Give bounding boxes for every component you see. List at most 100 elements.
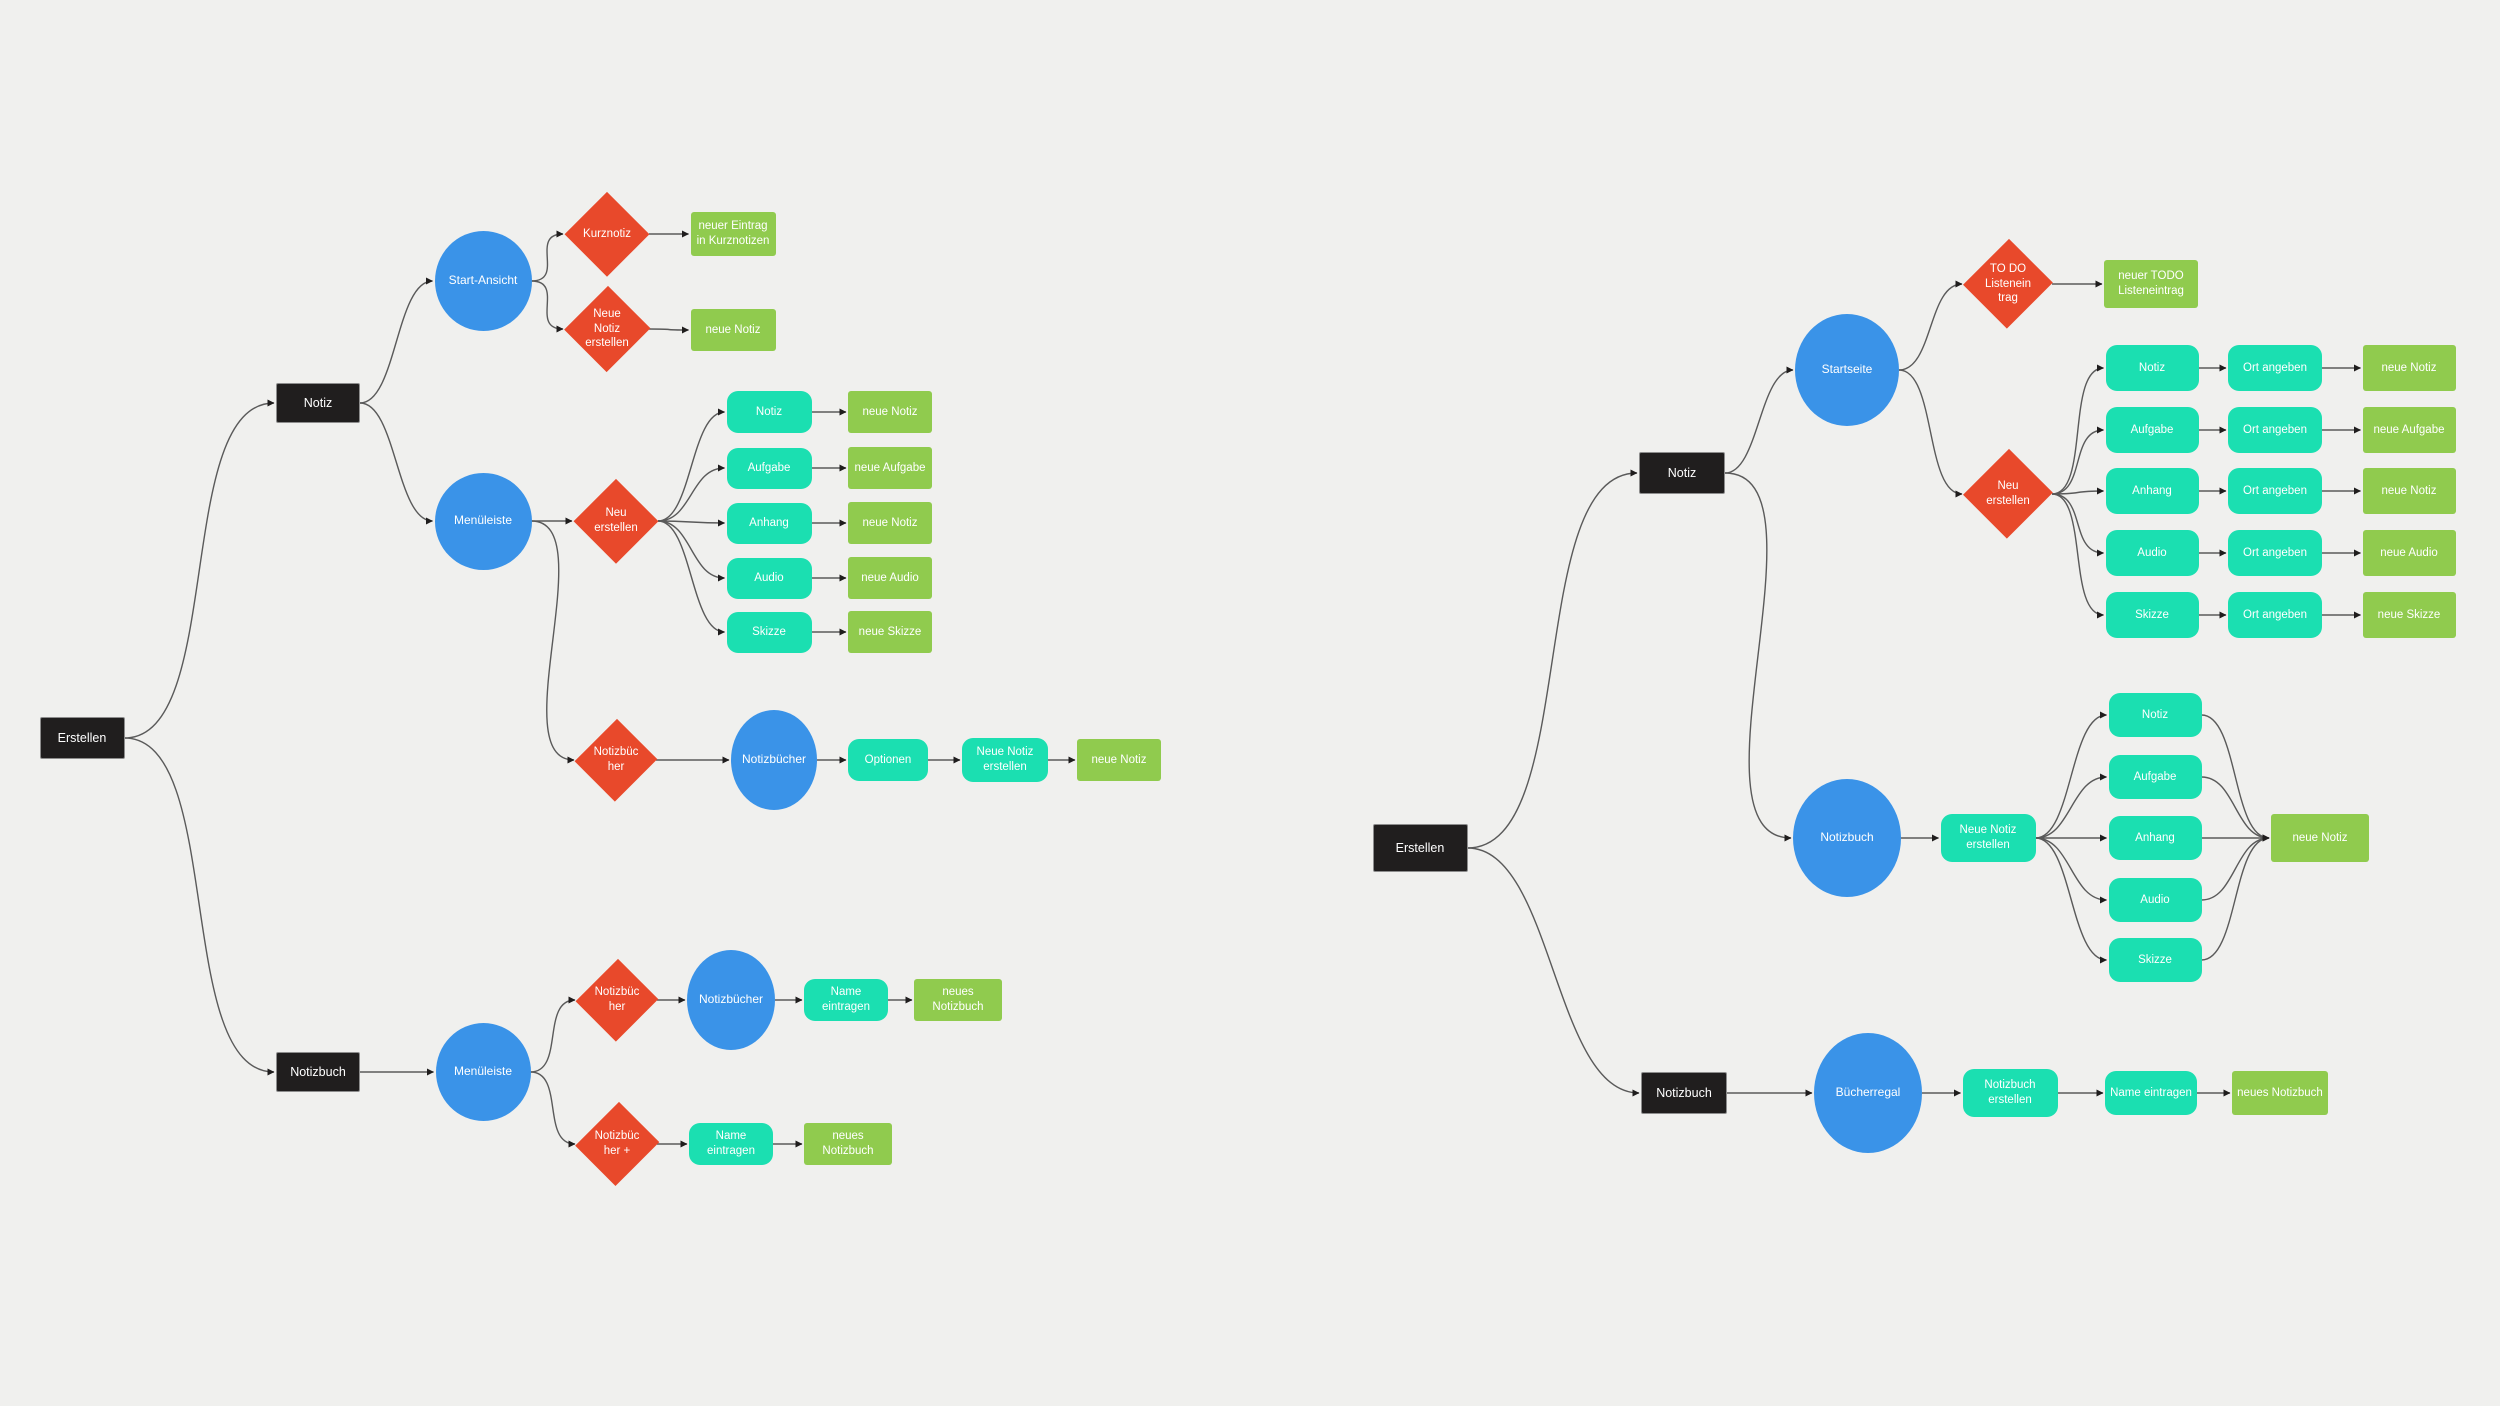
node-l-circle-menuleiste-2[interactable]: Menüleiste — [435, 1023, 531, 1121]
edge-r-diamond-neu-erstellen--r-action-notiz-1 — [2051, 364, 2104, 495]
node-l-result-neue-aufgabe[interactable]: neue Aufgabe — [848, 447, 932, 489]
node-r-result-neue-audio[interactable]: neue Audio — [2362, 530, 2456, 576]
node-l-diamond-notizbuecher-2[interactable]: Notizbücher — [575, 958, 659, 1042]
node-r-result-neue-notiz-1[interactable]: neue Notiz — [2362, 345, 2456, 391]
node-l-action-audio[interactable]: Audio — [726, 557, 812, 599]
node-label: Menüleiste — [453, 1064, 513, 1079]
node-r-action-aufgabe-2[interactable]: Aufgabe — [2108, 755, 2202, 799]
edge-r-action-neue-notiz-erstellen--r-action-aufgabe-2 — [2035, 773, 2107, 839]
node-label: Audio — [754, 571, 784, 584]
node-r-action-neue-notiz-erstellen[interactable]: Neue Notiz erstellen — [1940, 814, 2036, 862]
node-label: Neu erstellen — [1986, 480, 2030, 507]
node-r-topic-notizbuch[interactable]: Notizbuch — [1641, 1072, 1727, 1114]
node-l-action-notiz[interactable]: Notiz — [726, 391, 812, 433]
node-l-circle-start-ansicht[interactable]: Start-Ansicht — [434, 231, 532, 331]
node-label: neue Notiz — [862, 405, 918, 418]
node-l-diamond-notizbuecher-plus[interactable]: Notizbücher + — [574, 1100, 660, 1188]
node-r-action-audio-2[interactable]: Audio — [2108, 878, 2202, 922]
node-r-action-ort-angeben-2[interactable]: Ort angeben — [2228, 407, 2322, 453]
node-l-action-skizze[interactable]: Skizze — [726, 611, 812, 653]
node-l-topic-notiz[interactable]: Notiz — [276, 383, 360, 423]
node-label: TO DO Listeneintrag — [1984, 262, 2032, 305]
node-r-action-name-eintragen[interactable]: Name eintragen — [2105, 1071, 2197, 1115]
node-r-action-ort-angeben-5[interactable]: Ort angeben — [2228, 592, 2322, 638]
node-l-circle-notizbuecher-2[interactable]: Notizbücher — [687, 950, 775, 1050]
node-r-action-aufgabe-1[interactable]: Aufgabe — [2105, 407, 2199, 453]
node-r-action-notiz-2[interactable]: Notiz — [2108, 693, 2202, 737]
node-l-action-optionen[interactable]: Optionen — [848, 739, 928, 781]
node-label: Neu erstellen — [594, 507, 638, 534]
edge-r-diamond-neu-erstellen--r-action-skizze-1 — [2051, 493, 2104, 619]
node-l-action-name-eintragen-2[interactable]: Name eintragen — [689, 1123, 773, 1165]
node-l-result-neues-notizbuch-2[interactable]: neues Notizbuch — [804, 1123, 892, 1165]
node-r-root-erstellen[interactable]: Erstellen — [1372, 824, 1468, 872]
node-l-circle-notizbuecher[interactable]: Notizbücher — [731, 710, 817, 810]
node-r-result-neue-notiz-3[interactable]: neue Notiz — [2271, 814, 2369, 862]
node-r-result-neue-aufgabe[interactable]: neue Aufgabe — [2362, 407, 2456, 453]
node-r-diamond-neu-erstellen[interactable]: Neu erstellen — [1962, 448, 2054, 540]
edge-r-root-erstellen--r-topic-notizbuch — [1467, 847, 1640, 1097]
node-r-action-notiz-1[interactable]: Notiz — [2105, 345, 2199, 391]
node-r-result-neue-notiz-2[interactable]: neue Notiz — [2362, 468, 2456, 514]
edge-l-diamond-neu-erstellen--l-action-skizze — [657, 520, 725, 636]
node-l-result-neues-notizbuch-1[interactable]: neues Notizbuch — [914, 979, 1002, 1021]
edge-l-root-erstellen--l-topic-notizbuch — [124, 737, 275, 1076]
node-l-result-neue-notiz-3[interactable]: neue Notiz — [848, 502, 932, 544]
node-r-action-skizze-2[interactable]: Skizze — [2108, 938, 2202, 982]
node-label: neue Aufgabe — [2373, 423, 2445, 436]
node-label: neuer Eintrag in Kurznotizen — [696, 220, 770, 247]
node-l-topic-notizbuch[interactable]: Notizbuch — [276, 1052, 360, 1092]
node-r-action-anhang-1[interactable]: Anhang — [2105, 468, 2199, 514]
edge-l-diamond-neue-notiz-erstellen--l-result-neue-notiz-1 — [648, 326, 689, 334]
node-l-diamond-notizbuecher[interactable]: Notizbücher — [574, 718, 658, 802]
node-l-action-aufgabe[interactable]: Aufgabe — [726, 447, 812, 489]
node-l-result-neue-notiz-1[interactable]: neue Notiz — [690, 309, 776, 351]
node-r-diamond-todo-listeneintrag[interactable]: TO DO Listeneintrag — [1962, 238, 2054, 330]
node-r-action-ort-angeben-1[interactable]: Ort angeben — [2228, 345, 2322, 391]
edge-r-diamond-neu-erstellen--r-action-aufgabe-1 — [2051, 426, 2104, 495]
node-l-root-erstellen[interactable]: Erstellen — [39, 717, 125, 759]
edge-l-circle-menuleiste-2--l-diamond-notizbuecher-plus — [530, 1071, 576, 1148]
node-r-topic-notiz[interactable]: Notiz — [1639, 452, 1725, 494]
node-l-result-neue-audio[interactable]: neue Audio — [848, 557, 932, 599]
node-l-diamond-kurznotiz[interactable]: Kurznotiz — [564, 191, 650, 277]
node-r-action-audio-1[interactable]: Audio — [2105, 530, 2199, 576]
node-l-diamond-neu-erstellen[interactable]: Neu erstellen — [573, 478, 659, 564]
node-r-action-ort-angeben-3[interactable]: Ort angeben — [2228, 468, 2322, 514]
node-r-circle-startseite[interactable]: Startseite — [1795, 314, 1899, 426]
edge-r-action-neue-notiz-erstellen--r-action-skizze-2 — [2035, 837, 2107, 964]
node-l-result-neue-skizze[interactable]: neue Skizze — [848, 611, 932, 653]
node-label: Notizbuch — [1820, 830, 1874, 845]
edge-l-topic-notiz--l-circle-menuleiste-1 — [359, 402, 433, 525]
node-label: Skizze — [2135, 608, 2169, 621]
node-r-result-neuer-todo-listeneintrag[interactable]: neuer TODO Listeneintrag — [2104, 260, 2198, 308]
edge-r-action-neue-notiz-erstellen--r-action-audio-2 — [2035, 837, 2107, 904]
node-l-action-neue-notiz-erstellen[interactable]: Neue Notiz erstellen — [962, 738, 1048, 782]
node-label: neue Notiz — [2381, 361, 2437, 374]
node-label: Ort angeben — [2243, 546, 2307, 559]
node-r-circle-notizbuch[interactable]: Notizbuch — [1793, 779, 1901, 897]
node-r-action-ort-angeben-4[interactable]: Ort angeben — [2228, 530, 2322, 576]
node-r-action-skizze-1[interactable]: Skizze — [2105, 592, 2199, 638]
node-r-action-anhang-2[interactable]: Anhang — [2108, 816, 2202, 860]
node-l-result-neuer-eintrag-in-kurznotizen[interactable]: neuer Eintrag in Kurznotizen — [690, 212, 776, 256]
node-r-action-notizbuch-erstellen[interactable]: Notizbuch erstellen — [1962, 1069, 2058, 1117]
edge-r-diamond-neu-erstellen--r-action-anhang-1 — [2051, 487, 2104, 495]
node-l-action-name-eintragen-1[interactable]: Name eintragen — [804, 979, 888, 1021]
node-r-circle-buecherregal[interactable]: Bücherregal — [1814, 1033, 1922, 1153]
node-l-action-anhang[interactable]: Anhang — [726, 502, 812, 544]
edge-r-circle-startseite--r-diamond-todo-listeneintrag — [1898, 280, 1963, 371]
node-r-result-neues-notizbuch[interactable]: neues Notizbuch — [2232, 1071, 2328, 1115]
node-l-circle-menuleiste-1[interactable]: Menüleiste — [434, 472, 532, 570]
node-label: Neue Notiz erstellen — [585, 307, 629, 350]
node-l-result-neue-notiz-2[interactable]: neue Notiz — [848, 391, 932, 433]
edge-l-circle-menuleiste-1--l-diamond-notizbuecher — [531, 520, 575, 764]
node-r-result-neue-skizze[interactable]: neue Skizze — [2362, 592, 2456, 638]
edge-r-root-erstellen--r-topic-notiz — [1467, 469, 1638, 849]
node-l-diamond-neue-notiz-erstellen[interactable]: Neue Notiz erstellen — [563, 285, 651, 373]
edge-r-action-aufgabe-2--r-result-neue-notiz-3 — [2201, 776, 2270, 842]
node-l-result-neue-notiz-4[interactable]: neue Notiz — [1077, 739, 1161, 781]
node-label: Notiz — [2138, 361, 2166, 374]
